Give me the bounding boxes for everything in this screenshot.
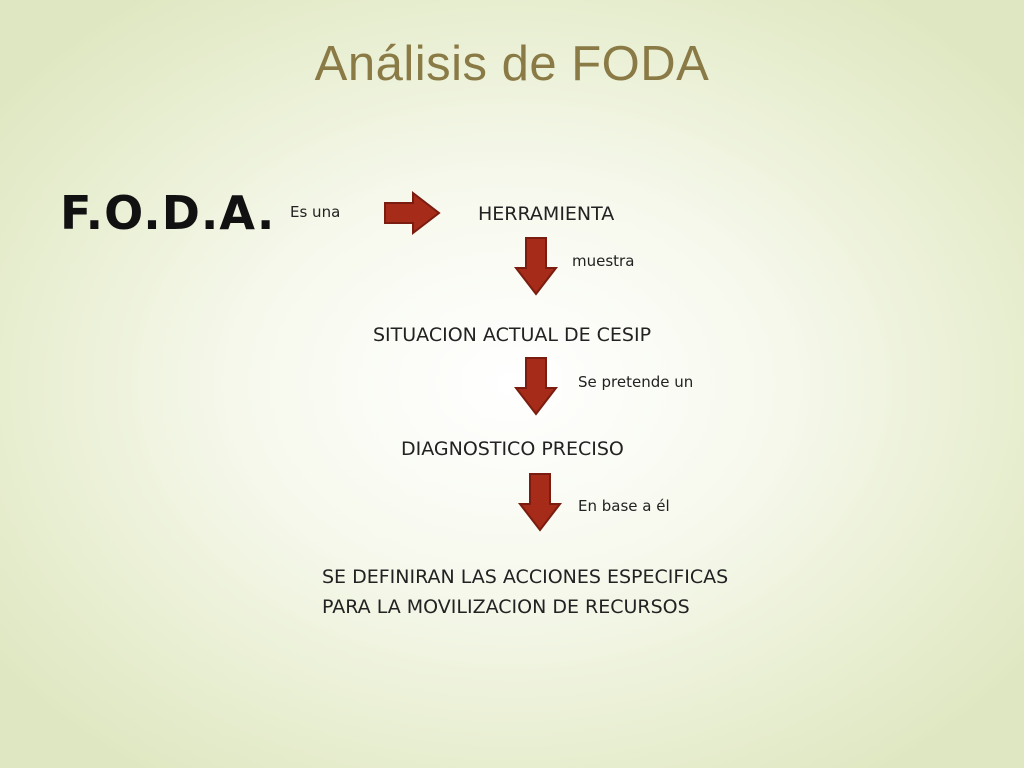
connector-label-se-pretende-un: Se pretende un — [578, 373, 694, 391]
right-arrow-icon — [384, 190, 441, 236]
connector-label-muestra: muestra — [572, 252, 635, 270]
node-situacion-actual: SITUACION ACTUAL DE CESIP — [373, 324, 652, 346]
down-arrow-icon-2 — [513, 357, 559, 416]
node-acciones-line-1: SE DEFINIRAN LAS ACCIONES ESPECIFICAS — [322, 566, 729, 588]
connector-label-en-base-a-el: En base a él — [578, 497, 670, 515]
down-arrow-icon-3 — [517, 473, 563, 532]
slide-title: Análisis de FODA — [314, 37, 710, 91]
node-herramienta: HERRAMIENTA — [478, 203, 615, 225]
connector-label-es-una: Es una — [290, 203, 341, 221]
node-acciones-line-2: PARA LA MOVILIZACION DE RECURSOS — [322, 596, 690, 618]
down-arrow-icon-1 — [513, 237, 559, 296]
foda-acronym: F.O.D.A. — [60, 186, 276, 240]
node-diagnostico-preciso: DIAGNOSTICO PRECISO — [401, 438, 624, 460]
node-acciones-especificas: SE DEFINIRAN LAS ACCIONES ESPECIFICAS PA… — [322, 562, 728, 622]
